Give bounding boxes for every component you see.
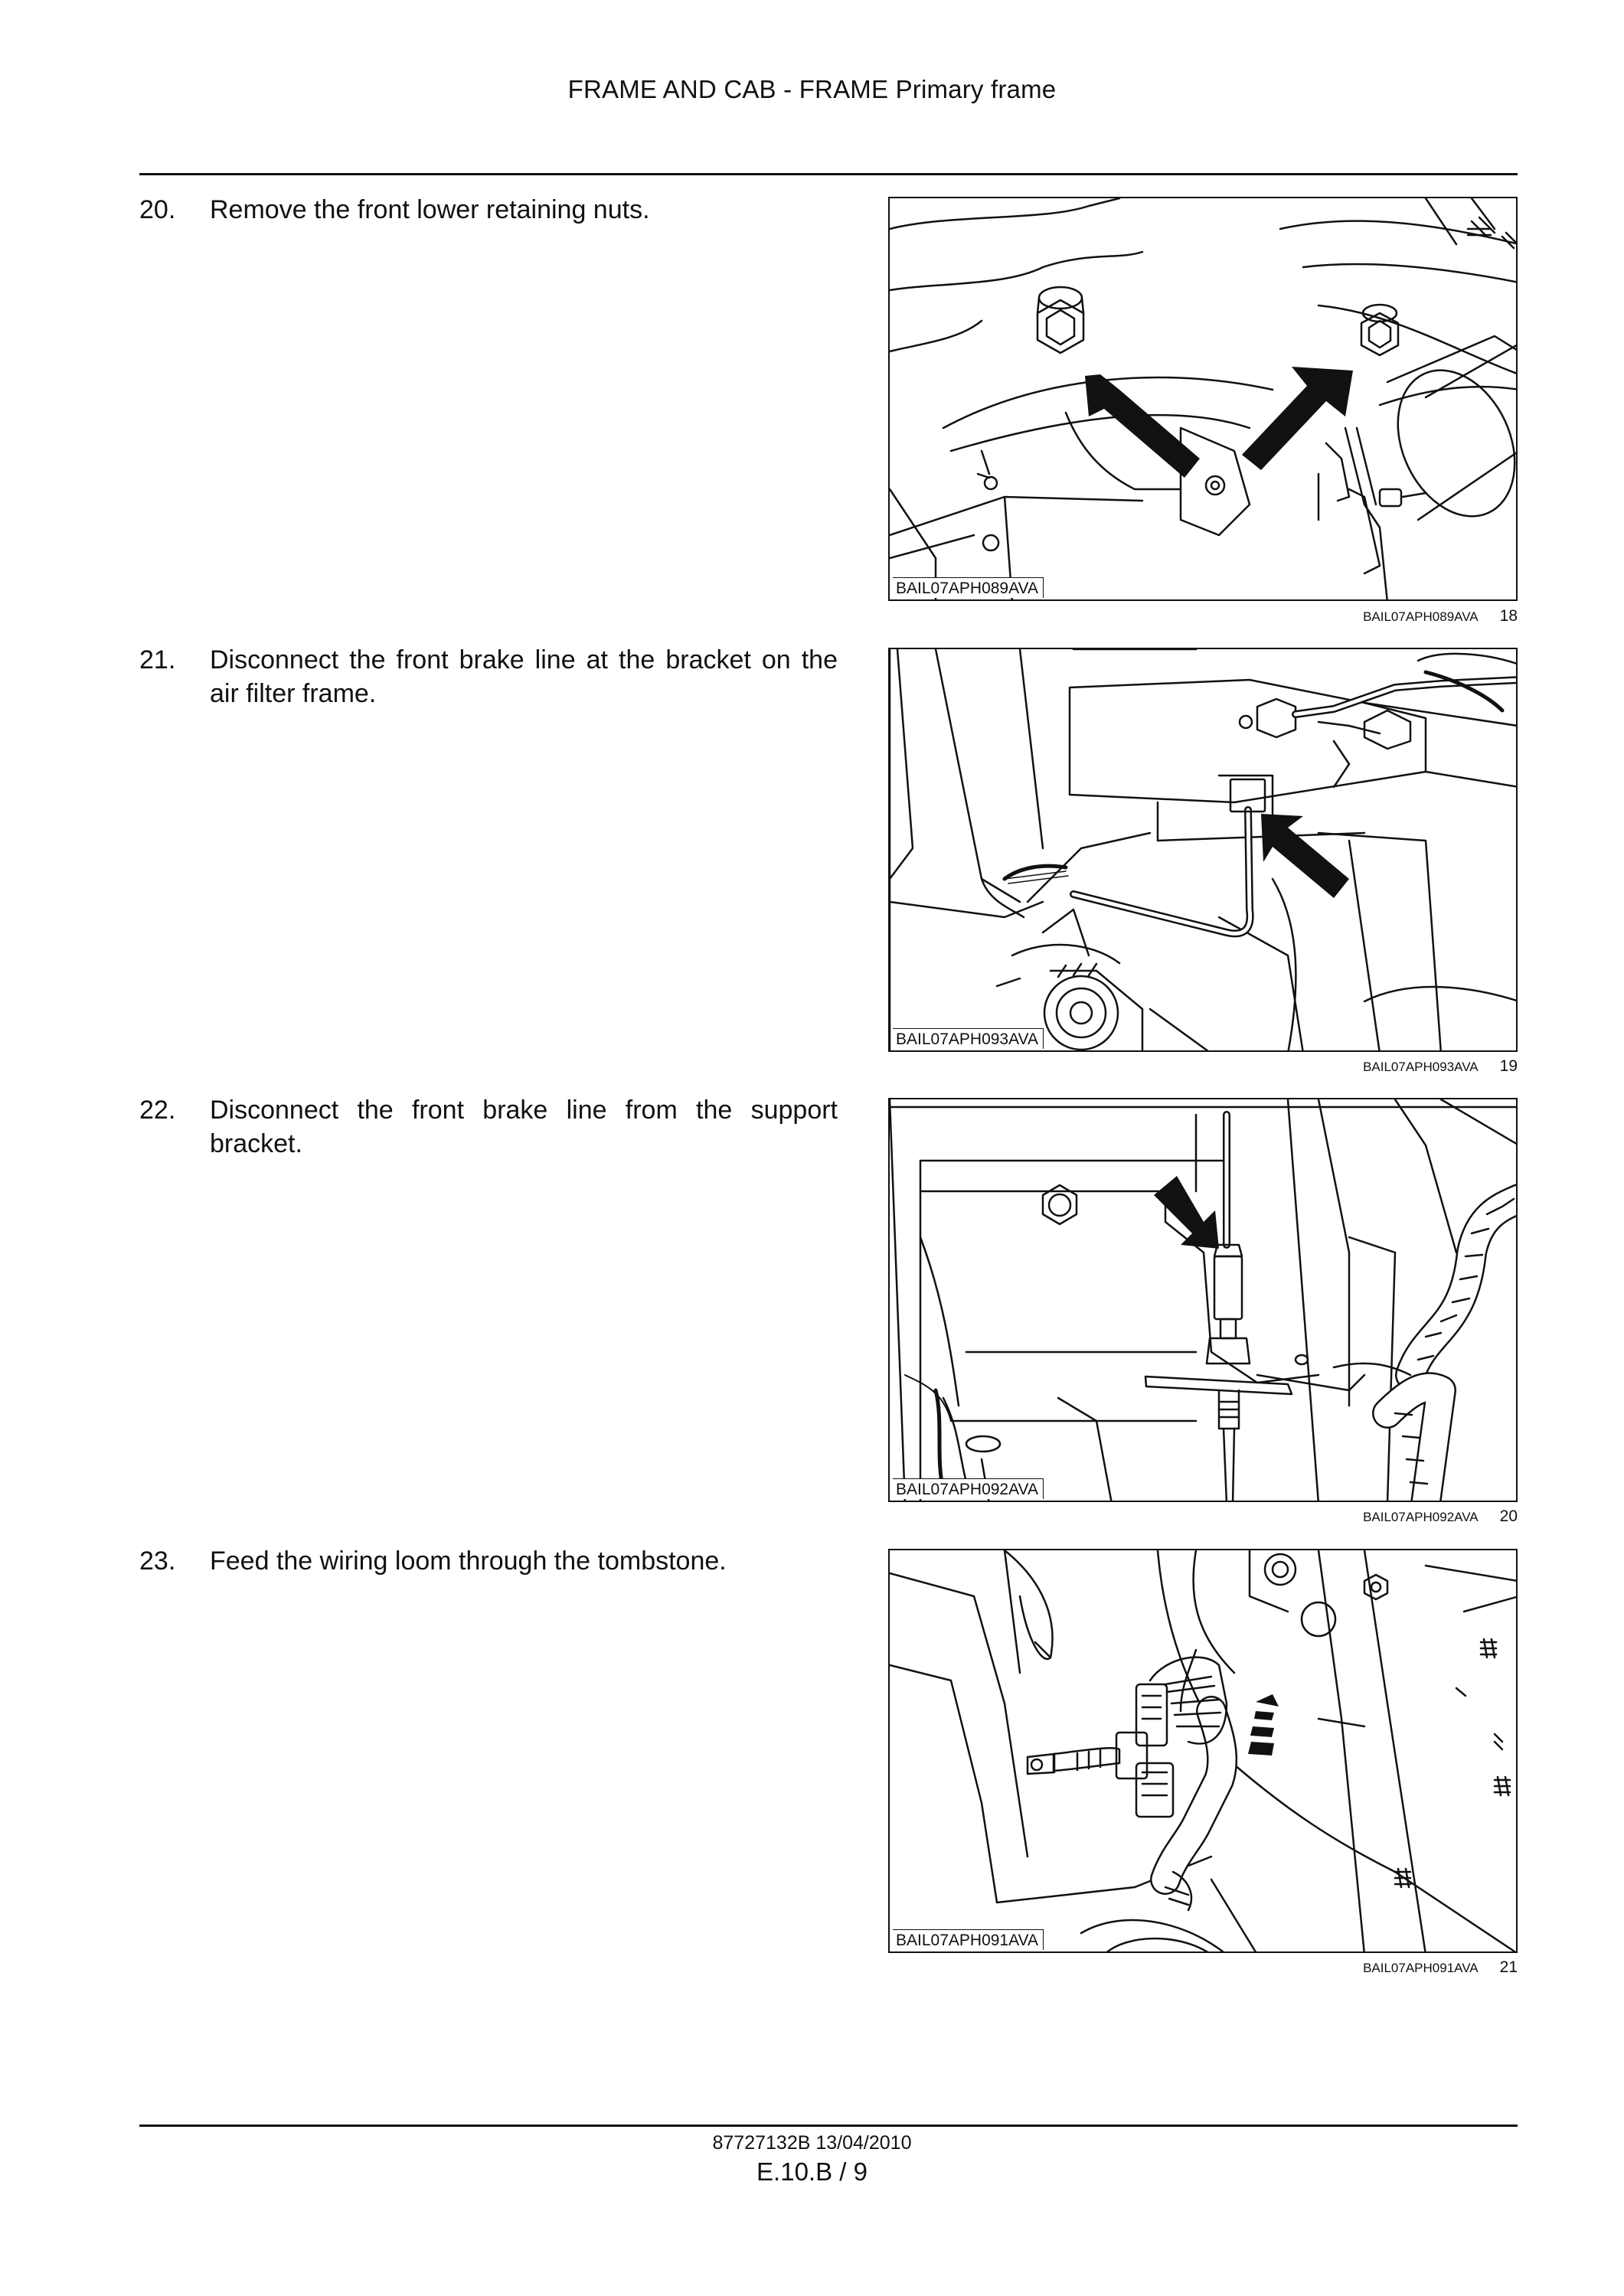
- figure-caption-code: BAIL07APH091AVA: [1363, 1961, 1479, 1975]
- page-number: E.10.B / 9: [756, 2157, 868, 2186]
- figure-number: 21: [1499, 1958, 1518, 1976]
- step-text: Disconnect the front brake line from the…: [210, 1096, 838, 1158]
- figure-caption-code: BAIL07APH089AVA: [1363, 609, 1479, 624]
- step-number: 23.: [139, 1546, 176, 1576]
- figure-19-illustration: BAIL07APH093AVA: [888, 648, 1518, 1052]
- figure-number: 20: [1499, 1507, 1518, 1525]
- figure-number: 18: [1499, 607, 1518, 625]
- figure-number: 19: [1499, 1057, 1518, 1075]
- figure-caption-21: BAIL07APH091AVA 21: [888, 1959, 1518, 1977]
- figure-caption-18: BAIL07APH089AVA 18: [888, 608, 1518, 625]
- document-code: 87727132B 13/04/2010: [712, 2132, 912, 2154]
- figure-20-illustration: BAIL07APH092AVA: [888, 1098, 1518, 1502]
- figure-code: BAIL07APH089AVA: [893, 577, 1044, 598]
- figure-code: BAIL07APH091AVA: [893, 1929, 1044, 1950]
- step-text: Remove the front lower retaining nuts.: [210, 195, 650, 224]
- footer-rule: [139, 2125, 1518, 2127]
- figure-caption-19: BAIL07APH093AVA 19: [888, 1058, 1518, 1076]
- figure-18-illustration: BAIL07APH089AVA: [888, 197, 1518, 601]
- step-number: 22.: [139, 1096, 176, 1125]
- figure-21-illustration: BAIL07APH091AVA: [888, 1549, 1518, 1953]
- figure-caption-20: BAIL07APH092AVA 20: [888, 1508, 1518, 1526]
- step-number: 21.: [139, 645, 176, 674]
- figure-caption-code: BAIL07APH092AVA: [1363, 1510, 1479, 1524]
- figure-code: BAIL07APH092AVA: [893, 1478, 1044, 1499]
- figure-code: BAIL07APH093AVA: [893, 1028, 1044, 1049]
- step-text: Disconnect the front brake line at the b…: [210, 645, 838, 708]
- header-rule: [139, 173, 1518, 175]
- page-title: FRAME AND CAB - FRAME Primary frame: [567, 75, 1057, 103]
- step-text: Feed the wiring loom through the tombsto…: [210, 1546, 727, 1576]
- step-number: 20.: [139, 195, 176, 224]
- figure-caption-code: BAIL07APH093AVA: [1363, 1060, 1479, 1074]
